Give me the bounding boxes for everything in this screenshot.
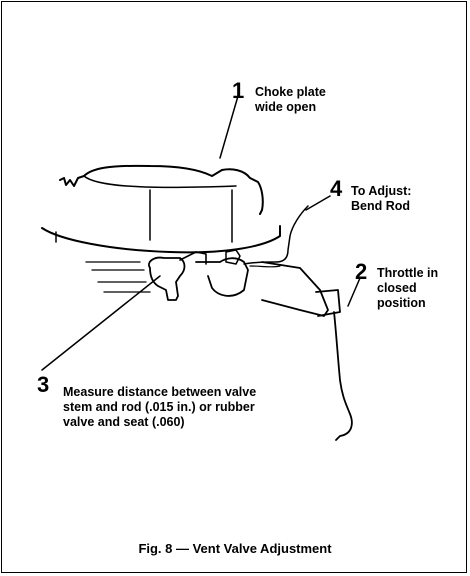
float-bowl-outline — [41, 225, 281, 254]
callout-3-label: Measure distance between valve stem and … — [63, 385, 257, 429]
throttle-body — [261, 261, 329, 317]
bend-rod — [243, 205, 309, 265]
callout-1-number: 1 — [232, 78, 245, 103]
bend-rod-inner — [249, 265, 281, 268]
cap-screw — [225, 249, 241, 265]
leader-3 — [41, 275, 161, 371]
callout-1-label: Choke plate wide open — [255, 85, 326, 114]
vent-valve-stem — [179, 251, 207, 265]
throttle-lever — [333, 311, 353, 441]
callout-4-number: 4 — [330, 176, 343, 201]
leader-4 — [305, 195, 331, 211]
vent-valve-body — [148, 256, 186, 301]
figure-caption: Fig. 8 — Vent Valve Adjustment — [138, 541, 332, 556]
callout-3-number: 3 — [37, 372, 50, 397]
callout-2-label: Throttle in closed position — [377, 266, 439, 310]
callout-2-number: 2 — [355, 259, 368, 284]
callout-4-label: To Adjust: Bend Rod — [351, 184, 412, 213]
throttle-block — [315, 289, 341, 317]
leader-1 — [219, 95, 239, 159]
air-horn-inner-edge — [83, 175, 237, 189]
leader-2 — [347, 277, 361, 307]
linkage-body — [195, 257, 249, 297]
air-horn-outline — [59, 164, 264, 215]
